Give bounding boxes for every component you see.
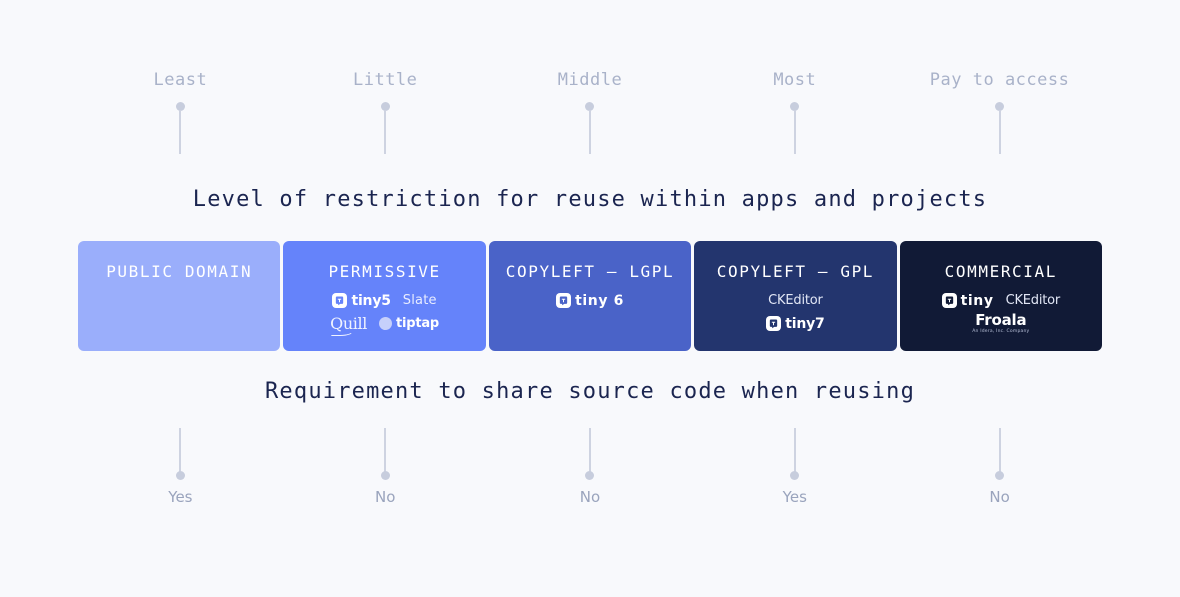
- brand-logo-quill: Quill: [330, 315, 367, 336]
- card-title: COMMERCIAL: [944, 262, 1057, 281]
- tiptap-dot-icon: [378, 317, 392, 330]
- brand-label: tiny5: [351, 292, 391, 309]
- card-logo-group: CKEditor tiny7: [766, 291, 825, 333]
- card-logo-group: tiny CKEditor Froala An Idera, Inc. Comp…: [941, 291, 1061, 335]
- card-title: PUBLIC DOMAIN: [106, 262, 253, 281]
- brand-logo-tiptap: tiptap: [378, 316, 440, 331]
- lower-caption: Requirement to share source code when re…: [264, 379, 916, 404]
- pin-dot-icon: [995, 102, 1005, 111]
- top-scale-label: Middle: [557, 70, 623, 90]
- quill-swash-icon: [331, 327, 355, 336]
- brand-logo-ckeditor: CKEditor: [1005, 293, 1061, 308]
- bottom-scale-label: Yes: [782, 488, 807, 506]
- top-scale-label: Little: [352, 70, 418, 90]
- pin-dot-icon: [380, 471, 390, 480]
- top-scale-row: Least Little Middle Most Pay to access: [78, 70, 1102, 154]
- tiny-mark-icon: [766, 316, 782, 331]
- pin-stem-icon: [179, 110, 182, 154]
- pin-dot-icon: [790, 471, 800, 480]
- top-scale-label: Pay to access: [929, 70, 1070, 90]
- tiny-mark-icon: [941, 293, 957, 308]
- card-logo-row: tiny5 Slate: [332, 291, 437, 310]
- pin-dot-icon: [995, 471, 1005, 480]
- upper-caption: Level of restriction for reuse within ap…: [192, 187, 988, 212]
- card-logo-row: tiny7: [766, 314, 825, 333]
- card-logo-row: Froala An Idera, Inc. Company: [972, 310, 1030, 335]
- brand-logo-slate: Slate: [402, 293, 437, 308]
- brand-logo-tiny: tiny: [941, 292, 994, 309]
- top-scale-item: Little: [283, 70, 488, 154]
- brand-tagline: An Idera, Inc. Company: [972, 328, 1030, 334]
- top-scale-item: Most: [692, 70, 897, 154]
- pin-dot-icon: [585, 471, 595, 480]
- card-logo-group: tiny 6: [556, 291, 624, 310]
- brand-logo-tiny6: tiny 6: [556, 293, 624, 309]
- pin-stem-icon: [998, 428, 1001, 472]
- brand-label: tiny7: [785, 315, 825, 332]
- card-logo-row: tiny CKEditor: [941, 291, 1061, 310]
- pin-dot-icon: [175, 102, 185, 111]
- brand-logo-tiny5: tiny5: [332, 292, 391, 309]
- bottom-scale-item: Yes: [692, 428, 897, 506]
- bottom-scale-item: No: [897, 428, 1102, 506]
- pin-dot-icon: [790, 102, 800, 111]
- bottom-scale-item: Yes: [78, 428, 283, 506]
- card-logo-row: tiny 6: [556, 291, 624, 310]
- license-card-public-domain[interactable]: PUBLIC DOMAIN: [78, 241, 281, 351]
- bottom-scale-row: Yes No No Yes No: [78, 428, 1102, 506]
- pin-dot-icon: [380, 102, 390, 111]
- brand-label: tiny: [960, 292, 994, 309]
- pin-stem-icon: [588, 110, 591, 154]
- pin-stem-icon: [998, 110, 1001, 154]
- pin-stem-icon: [793, 110, 796, 154]
- brand-label: tiptap: [395, 316, 440, 331]
- top-scale-item: Least: [78, 70, 283, 154]
- license-card-copyleft-gpl[interactable]: COPYLEFT — GPL CKEditor tiny7: [694, 241, 897, 351]
- pin-dot-icon: [175, 471, 185, 480]
- tiny-mark-icon: [556, 293, 572, 308]
- card-title: PERMISSIVE: [328, 262, 441, 281]
- bottom-scale-label: Yes: [168, 488, 193, 506]
- card-title: COPYLEFT — LGPL: [505, 262, 675, 281]
- tiny-mark-icon: [332, 293, 348, 308]
- bottom-scale-label: No: [374, 488, 396, 506]
- pin-stem-icon: [179, 428, 182, 472]
- license-card-row: PUBLIC DOMAIN PERMISSIVE tiny5: [78, 241, 1103, 351]
- license-card-copyleft-lgpl[interactable]: COPYLEFT — LGPL tiny 6: [488, 241, 692, 351]
- top-scale-item: Middle: [488, 70, 693, 154]
- pin-stem-icon: [793, 428, 796, 472]
- license-card-permissive[interactable]: PERMISSIVE tiny5 Slate: [283, 241, 486, 351]
- card-logo-row: Quill tiptap: [330, 314, 440, 336]
- card-title: COPYLEFT — GPL: [716, 262, 875, 281]
- brand-logo-tiny7: tiny7: [766, 315, 825, 332]
- pin-stem-icon: [384, 428, 387, 472]
- bottom-scale-label: No: [579, 488, 601, 506]
- bottom-scale-label: No: [989, 488, 1010, 506]
- pin-stem-icon: [384, 110, 387, 154]
- license-card-commercial[interactable]: COMMERCIAL tiny CKEditor: [899, 241, 1103, 351]
- brand-logo-ckeditor: CKEditor: [768, 293, 823, 308]
- pin-stem-icon: [588, 428, 591, 472]
- pin-dot-icon: [585, 102, 595, 111]
- bottom-scale-item: No: [488, 428, 693, 506]
- top-scale-label: Least: [153, 70, 208, 90]
- card-logo-group: tiny5 Slate Quill tiptap: [330, 291, 440, 336]
- brand-label: Froala: [975, 310, 1027, 329]
- brand-logo-froala: Froala An Idera, Inc. Company: [972, 310, 1030, 335]
- bottom-scale-item: No: [283, 428, 488, 506]
- card-logo-row: CKEditor: [768, 291, 823, 310]
- top-scale-label: Most: [773, 70, 817, 90]
- top-scale-item: Pay to access: [897, 70, 1102, 154]
- brand-label: tiny 6: [575, 292, 624, 309]
